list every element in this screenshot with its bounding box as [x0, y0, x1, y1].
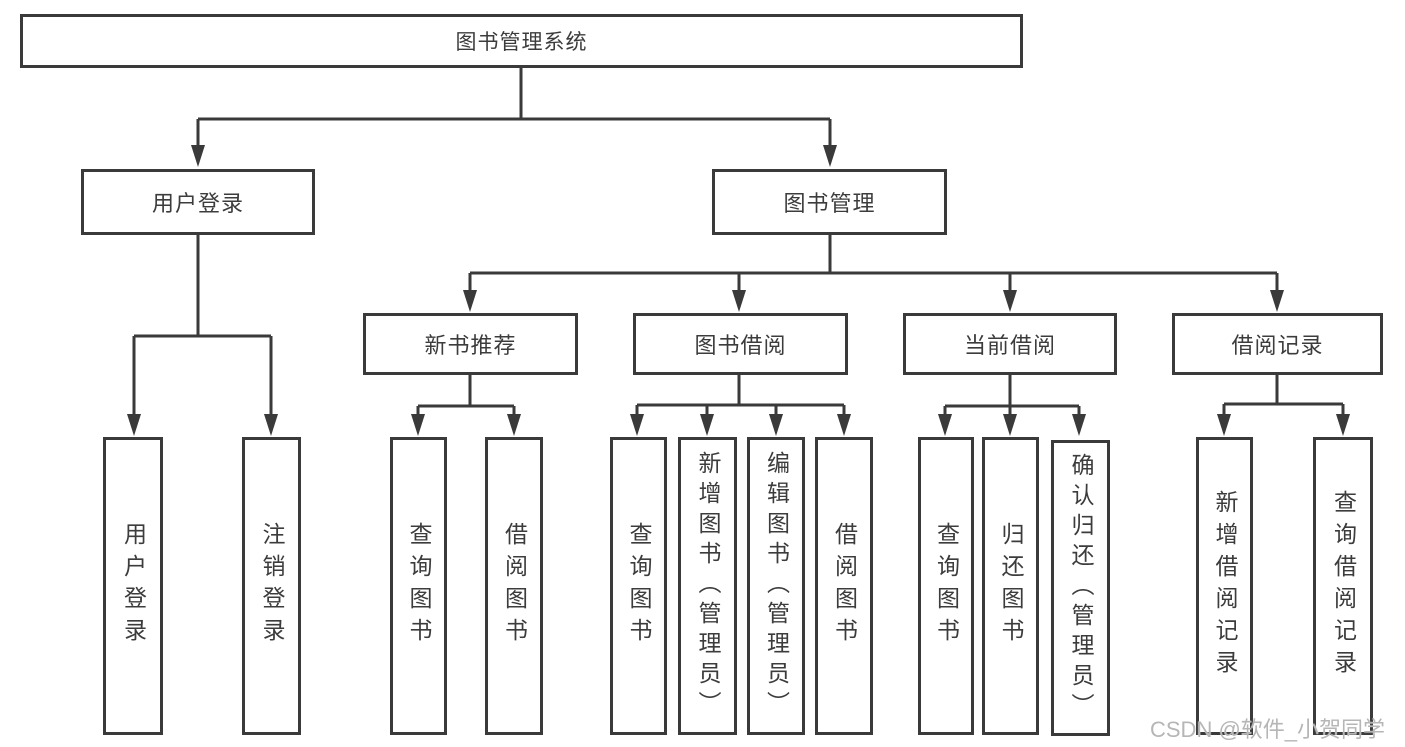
- node-leaf-add-books-admin: 新增图书（管理员）: [678, 437, 737, 735]
- node-leaf-user-login: 用户登录: [103, 437, 163, 735]
- node-leaf-query-borrow-record: 查询借阅记录: [1313, 437, 1373, 735]
- node-leaf-logout: 注销登录: [242, 437, 301, 735]
- node-user-login-module: 用户登录: [81, 169, 315, 235]
- node-leaf-borrow-books: 借阅图书: [815, 437, 873, 735]
- node-leaf-return-books: 归还图书: [982, 437, 1039, 735]
- node-current-borrowing: 当前借阅: [903, 313, 1117, 375]
- node-borrowing-records: 借阅记录: [1172, 313, 1383, 375]
- node-book-borrowing: 图书借阅: [633, 313, 848, 375]
- node-book-management-module: 图书管理: [712, 169, 947, 235]
- node-leaf-edit-books-admin: 编辑图书（管理员）: [747, 437, 805, 735]
- node-leaf-query-books-borrow: 查询图书: [610, 437, 667, 735]
- node-new-book-recommendation: 新书推荐: [363, 313, 578, 375]
- node-leaf-add-borrow-record: 新增借阅记录: [1196, 437, 1253, 735]
- node-leaf-query-books-current: 查询图书: [918, 437, 974, 735]
- csdn-watermark: CSDN @软件_小贺同学: [1150, 717, 1386, 742]
- node-leaf-borrow-books-recommend: 借阅图书: [485, 437, 543, 735]
- node-leaf-confirm-return-admin: 确认归还（管理员）: [1051, 440, 1110, 736]
- node-leaf-query-books-recommend: 查询图书: [390, 437, 447, 735]
- node-library-management-system: 图书管理系统: [20, 14, 1023, 68]
